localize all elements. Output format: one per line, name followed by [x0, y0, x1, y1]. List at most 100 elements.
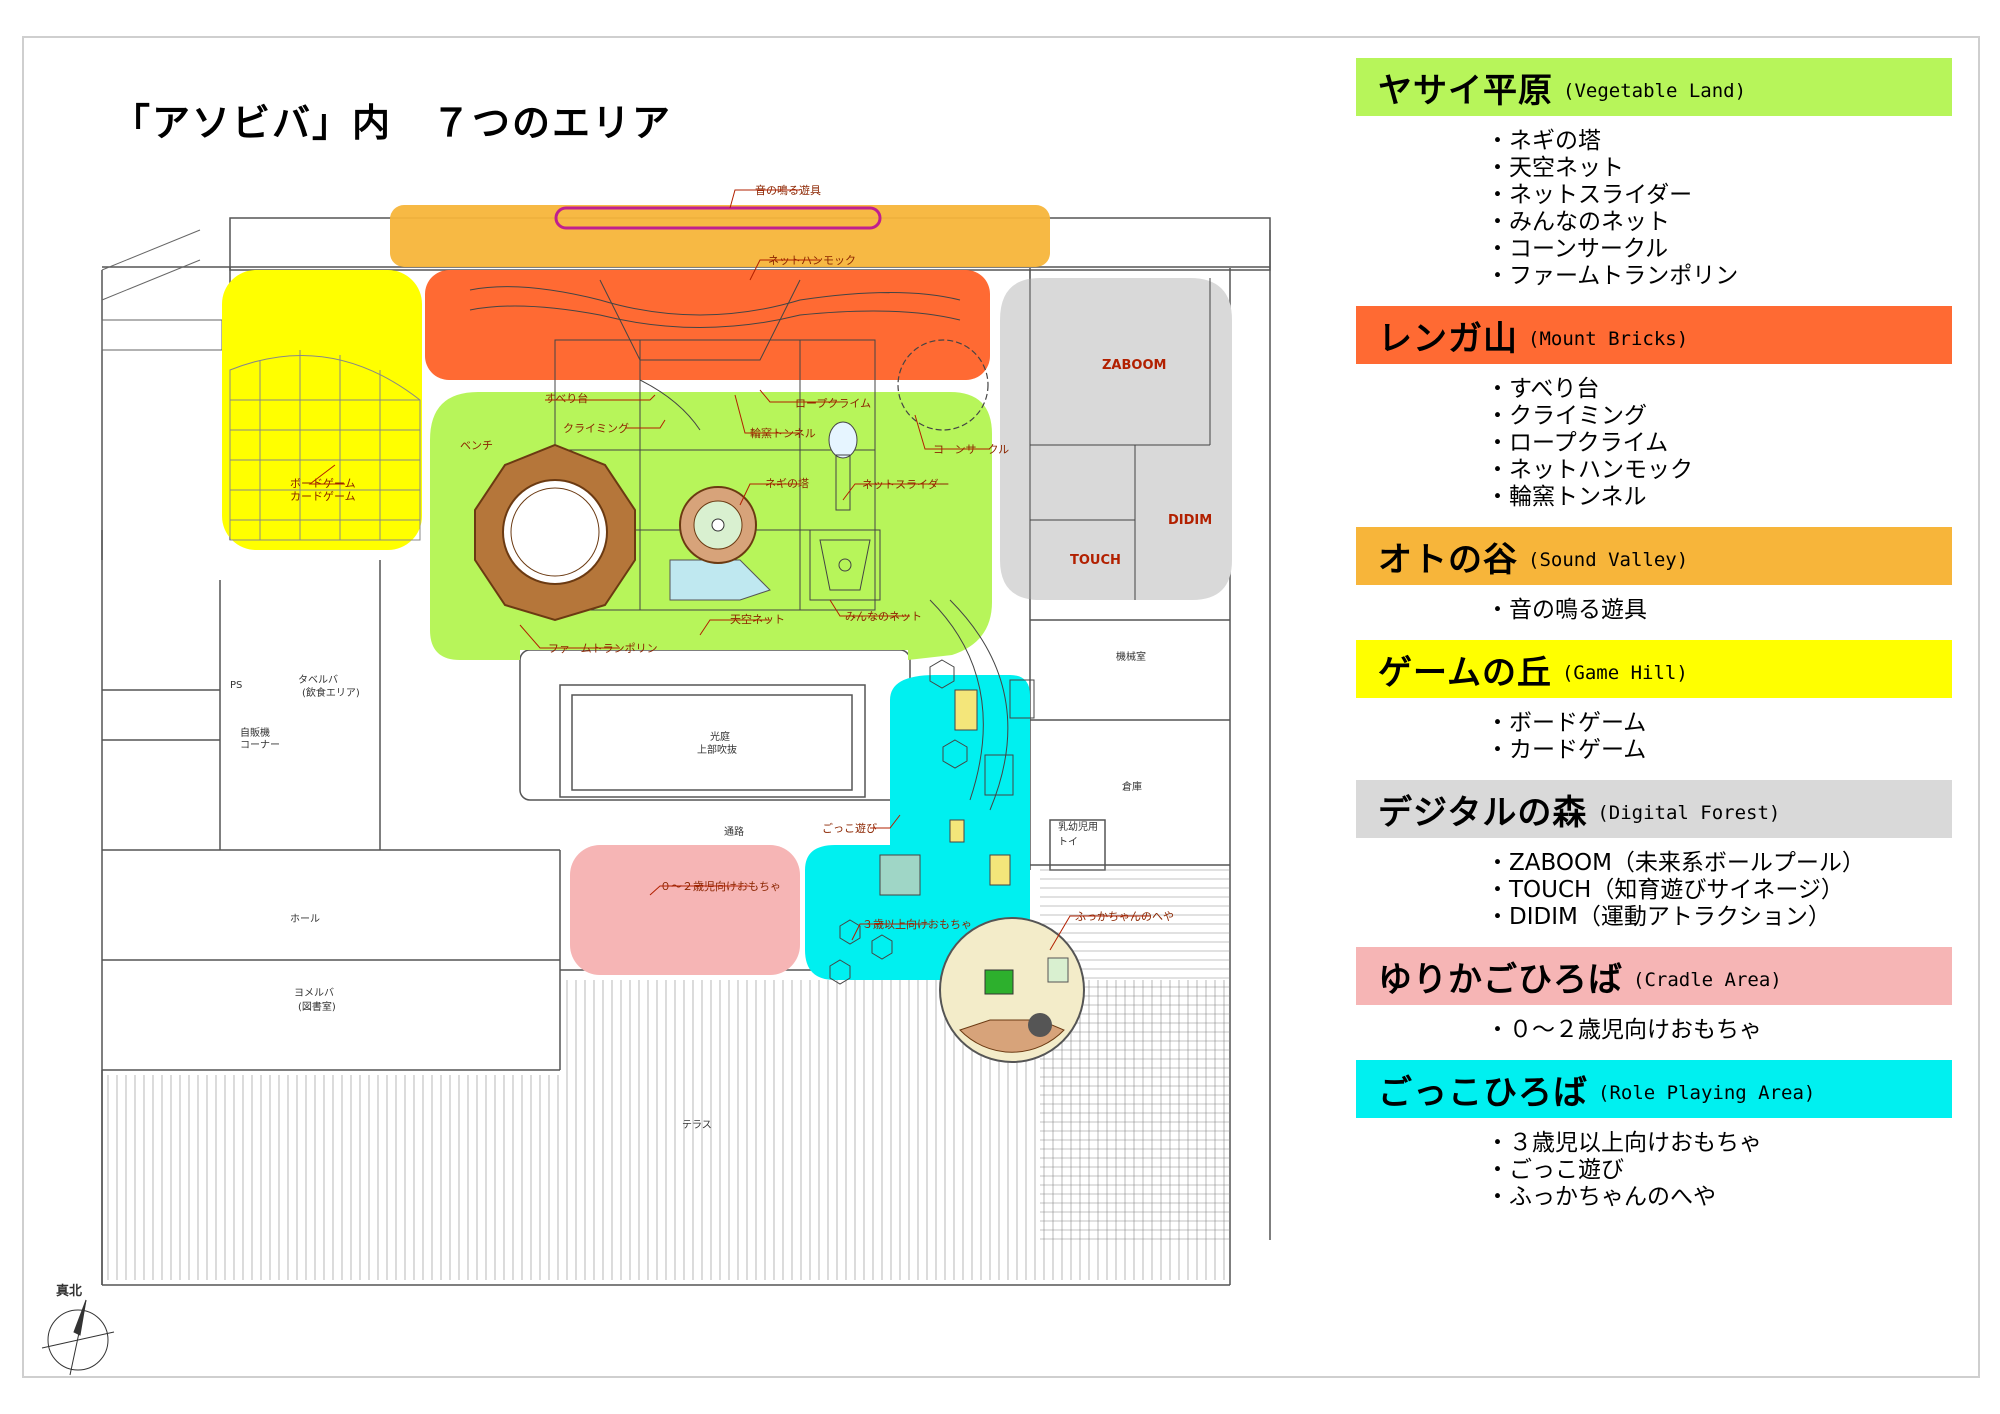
legend-area-header: オトの谷 (Sound Valley) [1356, 527, 1952, 585]
legend-item: カードゲーム [1486, 737, 1952, 764]
legend-item: TOUCH（知育遊びサイネージ） [1486, 877, 1952, 904]
legend-area-name: オトの谷 [1378, 539, 1518, 580]
map-label-nursing: 乳幼児用 [1058, 820, 1098, 833]
map-label-vending-2: コーナー [240, 739, 280, 751]
page-frame [22, 36, 1980, 1378]
map-label-terrace: テラス [682, 1119, 712, 1131]
map-label-corridor: 通路 [724, 825, 744, 838]
north-compass [41, 1299, 115, 1376]
zone-role-playing [805, 675, 1030, 980]
map-label-storage: 倉庫 [1122, 780, 1142, 793]
legend-area-english-name: (Digital Forest) [1597, 802, 1781, 824]
zone-cradle-area [570, 845, 800, 975]
map-label-taberu-1: タベルバ [298, 674, 338, 686]
map-label-didim: DIDIM [1168, 513, 1212, 528]
map-label-role-play: ごっこ遊び [822, 821, 877, 835]
legend-item: 輪窯トンネル [1486, 484, 1952, 511]
sound-toy-marker [554, 206, 882, 230]
map-label-touch: TOUCH [1070, 553, 1121, 568]
legend-area: レンガ山(Mount Bricks)すべり台クライミングロープクライムネットハン… [1356, 306, 1952, 527]
legend-item: 天空ネット [1486, 155, 1952, 182]
map-label-vending-1: 自販機 [240, 726, 270, 739]
legend-item-list: ３歳児以上向けおもちゃごっこ遊びふっかちゃんのへや [1356, 1118, 1952, 1227]
map-label-zaboom: ZABOOM [1102, 358, 1166, 373]
legend-area-name: ヤサイ平原 [1378, 70, 1553, 111]
net-slider-shape [809, 421, 881, 601]
role-area-furniture [829, 659, 1035, 985]
game-hill-platform [229, 350, 421, 541]
legend-area: デジタルの森 (Digital Forest) ZABOOM（未来系ボールプール）T… [1356, 780, 1952, 947]
zone-game-hill [222, 270, 422, 550]
legend-area-name: ごっこひろば [1378, 1072, 1588, 1113]
map-label-rope-climb: ロープクライム [795, 397, 871, 410]
area-legend: ヤサイ平原 (Vegetable Land) ネギの塔天空ネットネットスライダーみん… [1356, 58, 1952, 1227]
terrace-hatch [107, 869, 1230, 1280]
map-label-machine-room: 機械室 [1116, 650, 1146, 663]
legend-item-list: 音の鳴る遊具 [1356, 585, 1952, 640]
legend-item: ファームトランポリン [1486, 263, 1952, 290]
farm-trampoline-shape [474, 443, 636, 622]
map-label-atrium-2: 上部吹抜 [697, 743, 737, 756]
legend-area-name: ゲームの丘 [1378, 652, 1552, 693]
legend-item: クライミング [1486, 403, 1952, 430]
legend-area: ヤサイ平原 (Vegetable Land) ネギの塔天空ネットネットスライダーみん… [1356, 58, 1952, 306]
legend-item: すべり台 [1486, 376, 1952, 403]
legend-area-english-name: (Role Playing Area) [1598, 1082, 1816, 1104]
fukka-room-shape [939, 917, 1085, 1063]
legend-item: 音の鳴る遊具 [1486, 597, 1952, 624]
legend-item: みんなのネット [1486, 209, 1952, 236]
map-label-sky-net: 天空ネット [730, 612, 785, 626]
map-label-yomeru-2: (図書室) [298, 1000, 336, 1013]
floor-plan-map: 音の鳴る遊具 ネットハンモック すべり台 クライミング ロープクライム 輪窯トン… [41, 183, 1271, 1376]
legend-area-header: ヤサイ平原 (Vegetable Land) [1356, 58, 1952, 116]
zone-digital-forest [1000, 278, 1232, 600]
zone-mount-bricks [425, 270, 990, 380]
legend-item: ZABOOM（未来系ボールプール） [1486, 850, 1952, 877]
legend-area-english-name: (Game Hill) [1561, 662, 1688, 684]
legend-item: コーンサークル [1486, 236, 1952, 263]
map-label-slide: すべり台 [545, 391, 588, 405]
legend-item: DIDIM（運動アトラクション） [1486, 904, 1952, 931]
legend-area-english-name: (Cradle Area) [1633, 969, 1782, 991]
legend-area-name: デジタルの森 [1378, 792, 1588, 833]
legend-area: ゆりかごひろば (Cradle Area) ０～２歳児向けおもちゃ [1356, 947, 1952, 1060]
map-label-north: 真北 [56, 1283, 82, 1299]
legend-area-header: ごっこひろば (Role Playing Area) [1356, 1060, 1952, 1118]
map-label-atrium-1: 光庭 [710, 730, 730, 743]
legend-item-list: ネギの塔天空ネットネットスライダーみんなのネットコーンサークルファームトランポリ… [1356, 116, 1952, 306]
legend-item: ボードゲーム [1486, 710, 1952, 737]
legend-item: ネットスライダー [1486, 182, 1952, 209]
map-label-climbing: クライミング [563, 421, 629, 435]
legend-item: ごっこ遊び [1486, 1157, 1952, 1184]
map-label-bench: ベンチ [460, 439, 493, 452]
legend-item: ふっかちゃんのへや [1486, 1184, 1952, 1211]
legend-area-header: レンガ山 (Mount Bricks) [1356, 306, 1952, 364]
zone-sound-valley [390, 205, 1050, 267]
legend-area-english-name: (Mount Bricks) [1528, 328, 1689, 350]
legend-item-list: ZABOOM（未来系ボールプール）TOUCH（知育遊びサイネージ）DIDIM（運… [1356, 838, 1952, 947]
legend-area-header: デジタルの森 (Digital Forest) [1356, 780, 1952, 838]
map-label-taberu-2: (飲食エリア) [302, 686, 360, 699]
corn-circle-shape [897, 339, 989, 431]
map-label-hall: ホール [290, 913, 320, 925]
staircase [101, 229, 223, 351]
legend-item: ３歳児以上向けおもちゃ [1486, 1130, 1952, 1157]
label-leaders [308, 189, 1150, 951]
legend-item: ０～２歳児向けおもちゃ [1486, 1017, 1952, 1044]
legend-area: オトの谷 (Sound Valley) 音の鳴る遊具 [1356, 527, 1952, 640]
legend-area-name: レンガ山 [1378, 318, 1518, 359]
legend-area-english-name: (Vegetable Land) [1563, 80, 1747, 102]
page-title: 「アソビバ」内 ７つのエリア [112, 101, 673, 145]
map-label-toilet: トイ [1058, 837, 1078, 848]
legend-item: ネギの塔 [1486, 128, 1952, 155]
legend-area-name: ゆりかごひろば [1378, 959, 1623, 1000]
legend-area-english-name: (Sound Valley) [1528, 549, 1689, 571]
negi-tower-shape [669, 486, 771, 601]
legend-area-header: ゆりかごひろば (Cradle Area) [1356, 947, 1952, 1005]
legend-item: ロープクライム [1486, 430, 1952, 457]
legend-area-header: ゲームの丘 (Game Hill) [1356, 640, 1952, 698]
map-label-ps: PS [230, 680, 242, 691]
map-label-yomeru-1: ヨメルバ [294, 987, 334, 999]
